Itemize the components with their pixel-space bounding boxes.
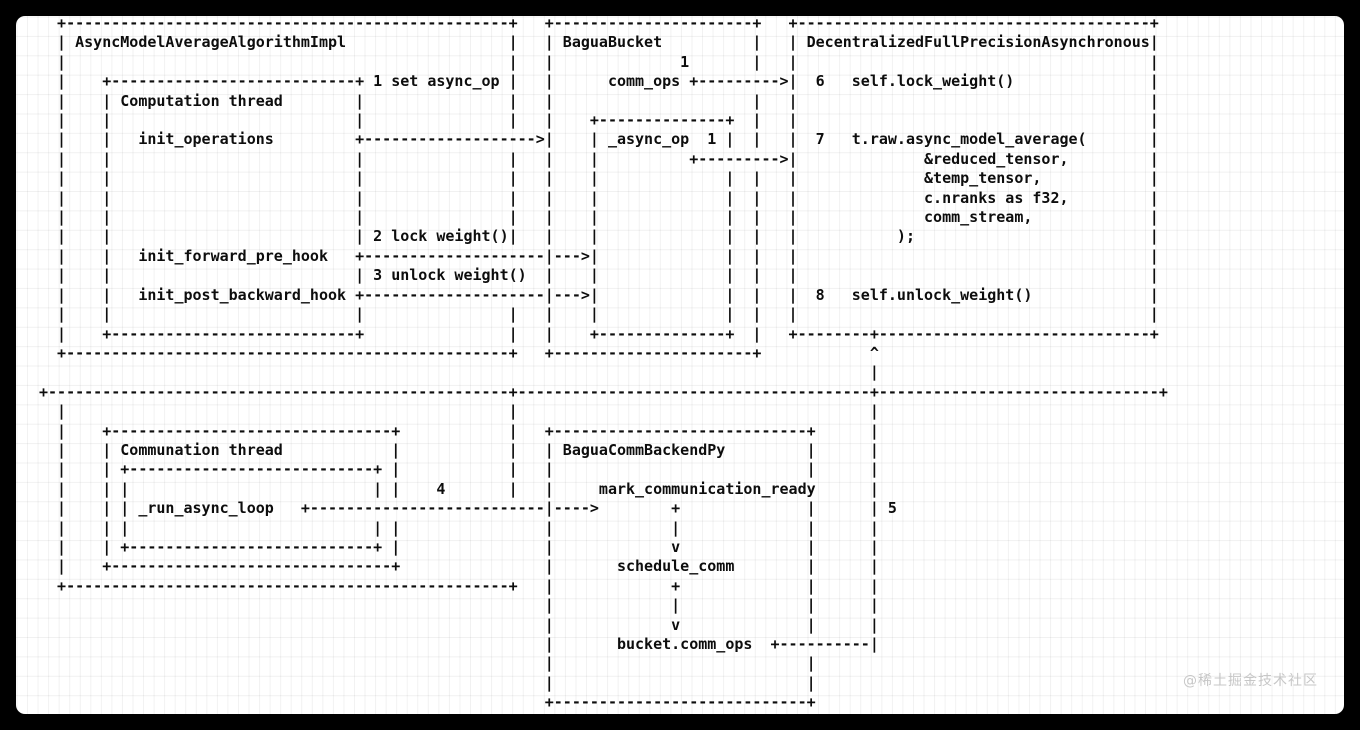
- ascii-art-diagram: +---------------------------------------…: [39, 16, 1168, 712]
- diagram-canvas: +---------------------------------------…: [16, 16, 1344, 714]
- watermark: @稀土掘金技术社区: [1183, 673, 1318, 689]
